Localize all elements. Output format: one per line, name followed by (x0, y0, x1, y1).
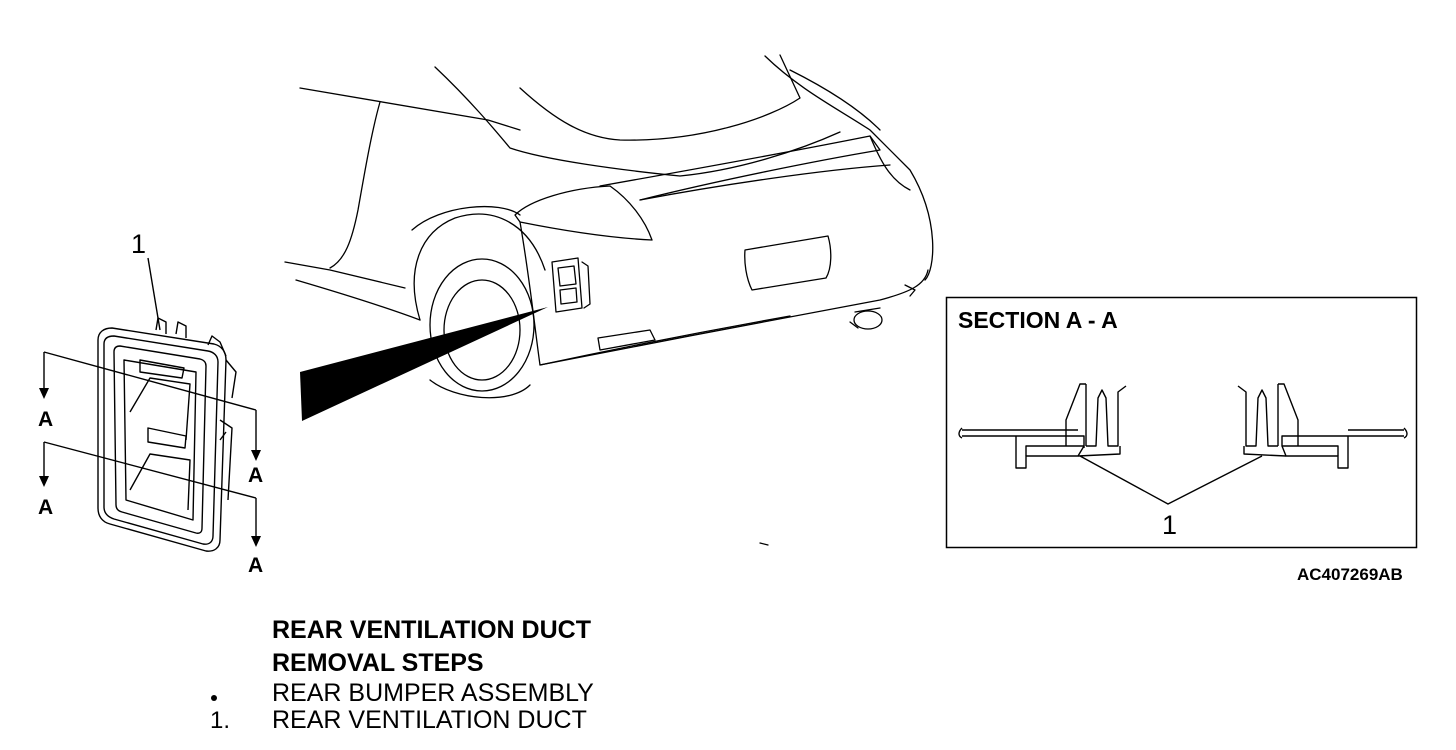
section-arrowheads (39, 388, 261, 547)
section-frame (945, 296, 1418, 549)
section-marker-a: A (248, 554, 264, 577)
procedure-block: REAR VENTILATION DUCT REMOVAL STEPS REAR… (196, 614, 594, 734)
section-marker-a: A (38, 496, 54, 519)
duct-callout-number: 1 (131, 229, 147, 259)
step-label: REAR VENTILATION DUCT (272, 706, 587, 734)
step-label: REAR BUMPER ASSEMBLY (272, 679, 594, 707)
section-view-title: SECTION A - A (958, 307, 1118, 333)
section-marker-a: A (248, 464, 264, 487)
step-item: REAR BUMPER ASSEMBLY (196, 680, 594, 707)
pointer-wedge (300, 307, 548, 421)
figure-id: AC407269AB (1297, 565, 1403, 584)
section-callout-number: 1 (1162, 510, 1178, 540)
procedure-title: REAR VENTILATION DUCT (272, 616, 591, 644)
section-marker-a: A (38, 408, 54, 431)
step-item: 1. REAR VENTILATION DUCT (196, 706, 594, 735)
car-rear-illustration (284, 54, 934, 546)
step-number: 1. (210, 707, 231, 734)
section-cross-drawing (958, 383, 1408, 505)
bullet-icon (196, 680, 272, 707)
duct-detail-drawing (43, 257, 257, 552)
procedure-subtitle: REMOVAL STEPS (272, 649, 484, 677)
